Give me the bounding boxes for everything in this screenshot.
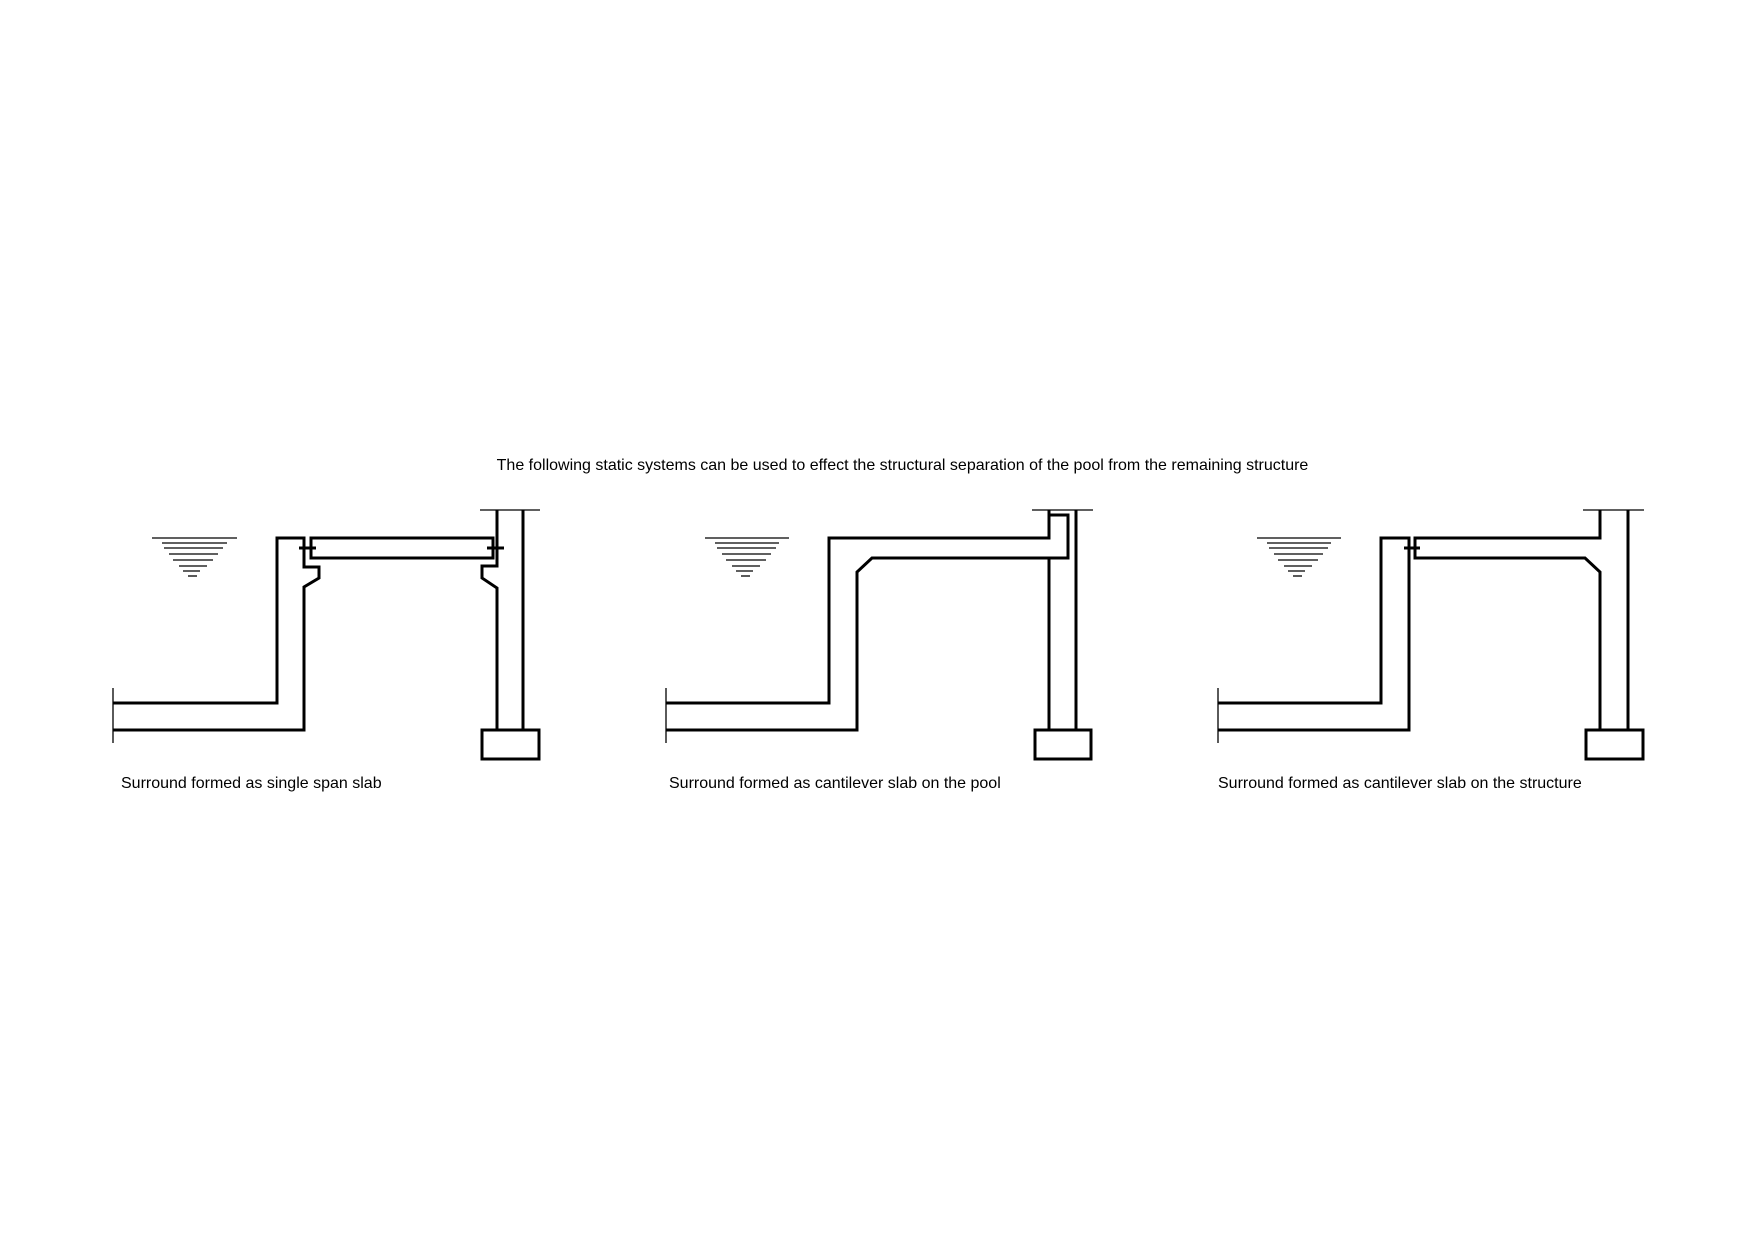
footing bbox=[1033, 728, 1093, 761]
diagram-cantilever-on-pool bbox=[665, 509, 1093, 761]
structure-column bbox=[480, 510, 525, 730]
caption-single-span-slab: Surround formed as single span slab bbox=[121, 775, 382, 792]
caption-cantilever-on-pool: Surround formed as cantilever slab on th… bbox=[669, 775, 1001, 792]
diagram-title: The following static systems can be used… bbox=[496, 457, 1309, 474]
pool-shell-with-cantilever bbox=[666, 513, 1070, 732]
surround-slab bbox=[309, 536, 495, 560]
structure-with-cantilever bbox=[1413, 510, 1630, 730]
structure-column bbox=[1047, 510, 1078, 730]
water-level-symbol bbox=[705, 537, 789, 577]
pool-shell bbox=[1218, 536, 1411, 732]
diagram-single-span-slab bbox=[112, 509, 541, 761]
footing bbox=[1584, 728, 1645, 761]
diagram-cantilever-on-structure bbox=[1217, 509, 1645, 761]
water-level-symbol bbox=[152, 537, 237, 577]
pool-shell bbox=[113, 536, 321, 732]
caption-cantilever-on-structure: Surround formed as cantilever slab on th… bbox=[1218, 775, 1582, 792]
footing bbox=[480, 728, 541, 761]
water-level-symbol bbox=[1257, 537, 1341, 577]
